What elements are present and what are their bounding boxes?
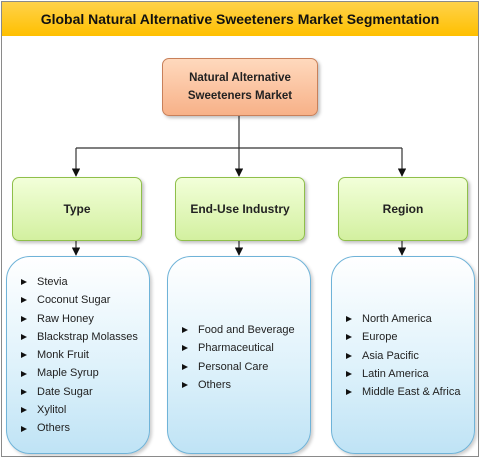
- list-item: Monk Fruit: [21, 346, 138, 364]
- bullet-arrow-icon: [21, 297, 27, 304]
- bullet-arrow-icon: [346, 352, 352, 359]
- bullet-arrow-icon: [21, 352, 27, 359]
- diagram-title: Global Natural Alternative Sweeteners Ma…: [2, 2, 478, 36]
- list-item: Raw Honey: [21, 310, 138, 328]
- list-item: Others: [21, 419, 138, 437]
- bullet-arrow-icon: [21, 279, 27, 286]
- list-item: Maple Syrup: [21, 364, 138, 382]
- bullet-arrow-icon: [21, 315, 27, 322]
- list-item: Food and Beverage: [182, 321, 295, 339]
- bullet-arrow-icon: [182, 327, 188, 334]
- region-list-box: North America Europe Asia Pacific Latin …: [331, 256, 475, 454]
- list-item: Asia Pacific: [346, 347, 460, 365]
- list-item: Pharmaceutical: [182, 339, 295, 357]
- type-list: Stevia Coconut Sugar Raw Honey Blackstra…: [21, 273, 138, 438]
- root-node-line2: Sweeteners Market: [187, 90, 293, 102]
- list-item: Others: [182, 376, 295, 394]
- bullet-arrow-icon: [346, 334, 352, 341]
- bullet-arrow-icon: [21, 425, 27, 432]
- region-list: North America Europe Asia Pacific Latin …: [346, 310, 460, 401]
- bullet-arrow-icon: [346, 389, 352, 396]
- list-item: Stevia: [21, 273, 138, 291]
- list-item: Xylitol: [21, 401, 138, 419]
- bullet-arrow-icon: [346, 371, 352, 378]
- end-use-list-box: Food and Beverage Pharmaceutical Persona…: [167, 256, 311, 454]
- end-use-list: Food and Beverage Pharmaceutical Persona…: [182, 321, 295, 394]
- list-item: Date Sugar: [21, 383, 138, 401]
- list-item: Blackstrap Molasses: [21, 328, 138, 346]
- category-type: Type: [12, 177, 142, 241]
- list-item: Europe: [346, 328, 460, 346]
- list-item: Middle East & Africa: [346, 383, 460, 401]
- bullet-arrow-icon: [21, 334, 27, 341]
- bullet-arrow-icon: [21, 370, 27, 377]
- bullet-arrow-icon: [346, 316, 352, 323]
- category-region: Region: [338, 177, 468, 241]
- bullet-arrow-icon: [182, 382, 188, 389]
- bullet-arrow-icon: [21, 407, 27, 414]
- bullet-arrow-icon: [182, 363, 188, 370]
- list-item: Coconut Sugar: [21, 291, 138, 309]
- bullet-arrow-icon: [21, 388, 27, 395]
- root-node: Natural Alternative Sweeteners Market: [162, 58, 318, 116]
- type-list-box: Stevia Coconut Sugar Raw Honey Blackstra…: [6, 256, 150, 454]
- category-end-use-industry: End-Use Industry: [175, 177, 305, 241]
- root-node-line1: Natural Alternative: [189, 72, 291, 84]
- list-item: North America: [346, 310, 460, 328]
- list-item: Personal Care: [182, 358, 295, 376]
- bullet-arrow-icon: [182, 345, 188, 352]
- list-item: Latin America: [346, 365, 460, 383]
